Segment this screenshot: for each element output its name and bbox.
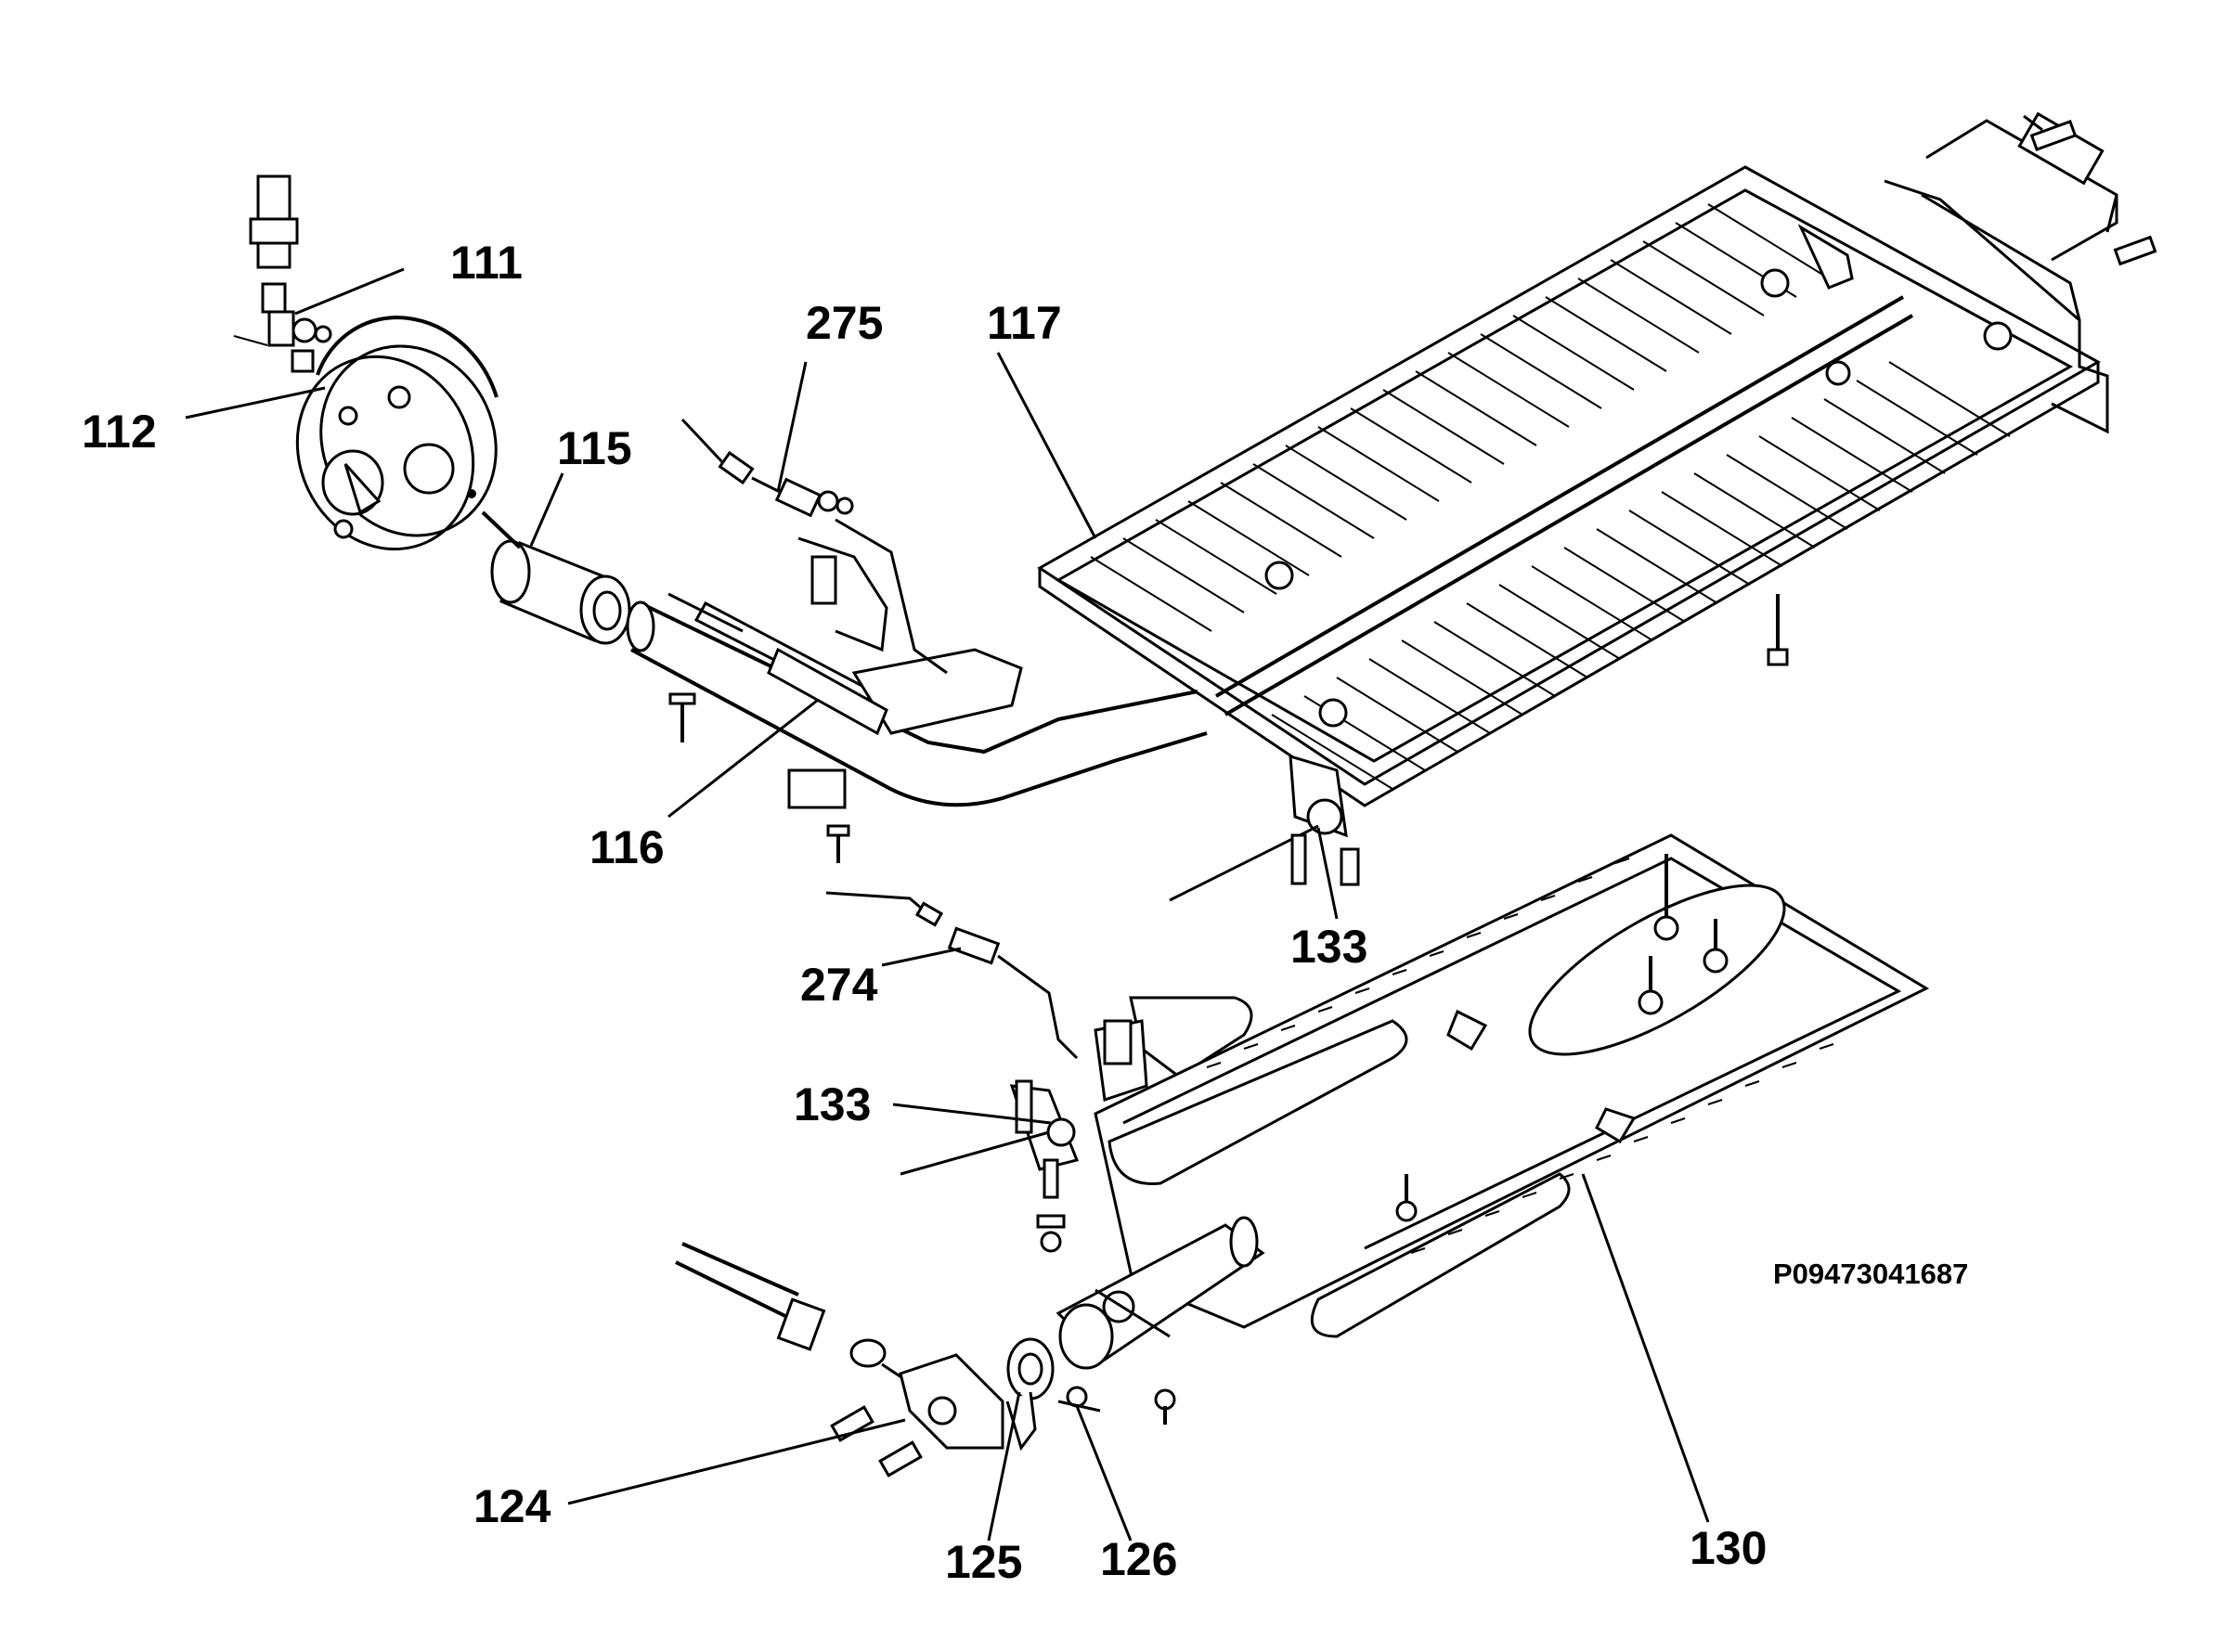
- label-124: 124: [473, 1480, 551, 1532]
- label-116: 116: [589, 821, 665, 873]
- label-115: 115: [557, 422, 632, 474]
- round-burner-head: [295, 316, 499, 551]
- label-112: 112: [82, 406, 157, 458]
- igniter-wire-upper: [680, 418, 948, 675]
- valve-assembly: [899, 1337, 1101, 1452]
- gas-connector-fitting: [233, 174, 332, 373]
- label-275: 275: [806, 297, 883, 349]
- lower-burner-plate: [1094, 833, 1930, 1338]
- screw-icon: [826, 824, 850, 863]
- label-125: 125: [945, 1536, 1022, 1588]
- burner-tube: [626, 592, 1208, 809]
- leader-lines: [185, 267, 1710, 1542]
- label-130: 130: [1690, 1522, 1767, 1574]
- label-274: 274: [800, 959, 878, 1011]
- label-111: 111: [450, 237, 523, 289]
- label-126: 126: [1100, 1533, 1177, 1585]
- label-133-lower: 133: [794, 1078, 871, 1130]
- venturi-tube: [481, 510, 631, 645]
- grill-burner-tray: [1037, 165, 2102, 807]
- gas-hose-fitting: [675, 1242, 911, 1385]
- lower-burner-tube: [1056, 1216, 1265, 1425]
- label-133-upper: 133: [1290, 921, 1367, 973]
- igniter-electrode-upper: [1169, 754, 1360, 902]
- reference-code: P09473041687: [1773, 1258, 1968, 1290]
- label-117: 117: [987, 297, 1062, 349]
- igniter-wire-lower: [825, 891, 1079, 1060]
- screw-icon: [668, 692, 696, 742]
- screw-icon: [830, 1405, 923, 1478]
- mounting-bracket: [1767, 111, 2157, 666]
